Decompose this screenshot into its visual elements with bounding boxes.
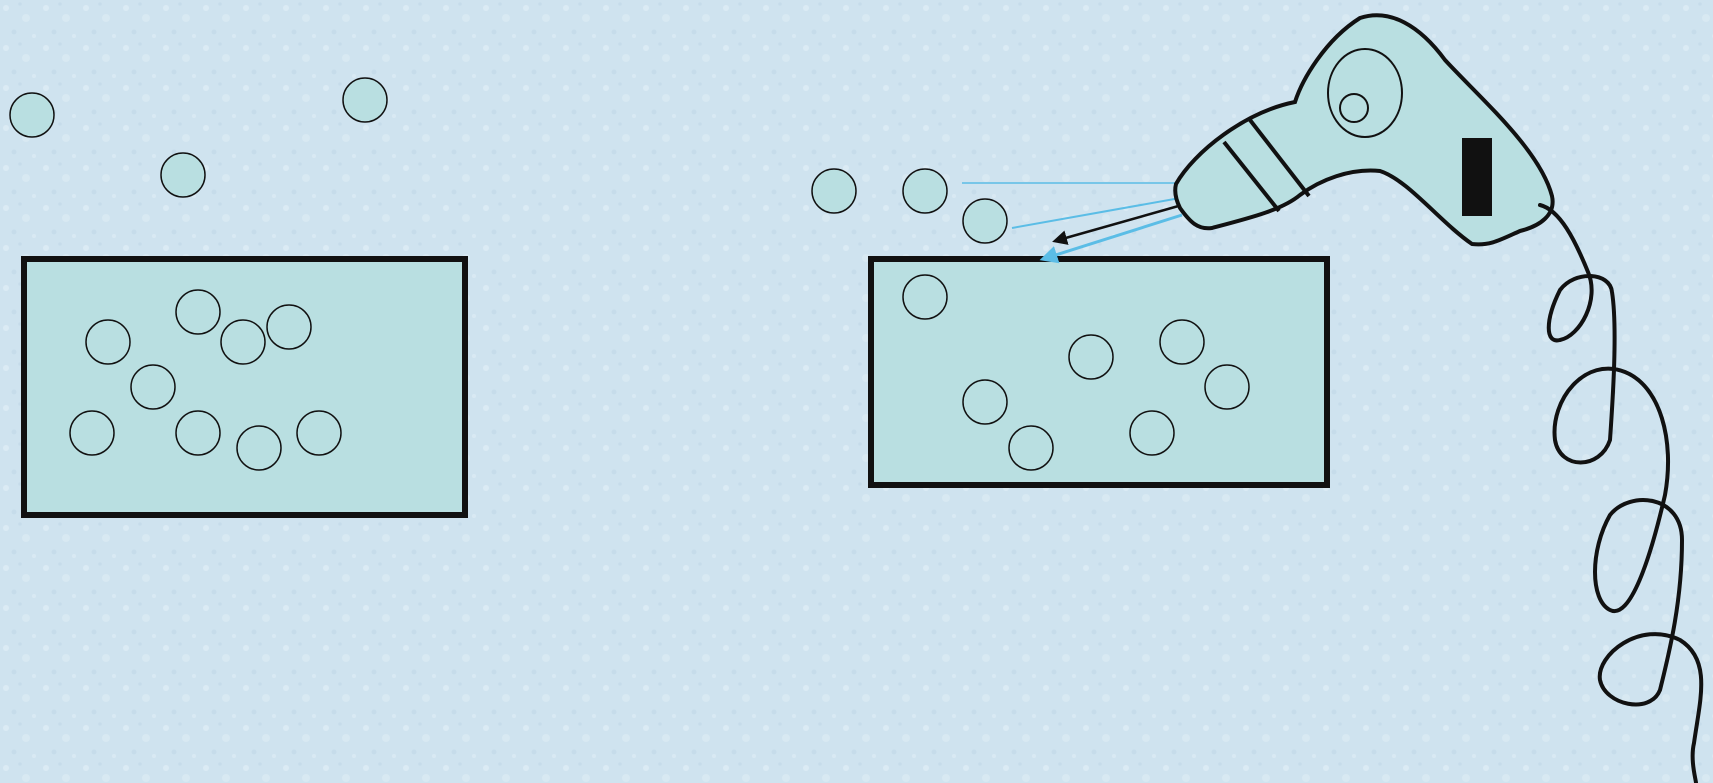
particle [1008, 425, 1054, 471]
particle [1204, 364, 1250, 410]
airflow-arrow [1039, 213, 1183, 264]
particle [175, 410, 221, 456]
particle [220, 319, 266, 365]
container-box [868, 256, 1330, 488]
hair-dryer-vent-line [1222, 140, 1281, 213]
container-box [21, 256, 468, 518]
particle [1129, 410, 1175, 456]
particle [342, 77, 388, 123]
particle [266, 304, 312, 350]
hair-dryer-dial-outer [1327, 48, 1403, 138]
particle [69, 410, 115, 456]
airflow [962, 182, 1183, 264]
particle [85, 319, 131, 365]
particle [962, 198, 1008, 244]
airflow-line [1011, 197, 1181, 229]
particle [175, 289, 221, 335]
particle [902, 274, 948, 320]
hair-dryer-cord [1538, 203, 1704, 783]
particle [296, 410, 342, 456]
particle [1068, 334, 1114, 380]
particle [130, 364, 176, 410]
particle [9, 92, 55, 138]
hair-dryer-dial-inner [1339, 93, 1369, 123]
particle [1159, 319, 1205, 365]
particle [811, 168, 857, 214]
particle [902, 168, 948, 214]
hair-dryer-vent-line [1248, 118, 1311, 198]
right-scene [811, 13, 1704, 783]
left-scene [9, 77, 468, 518]
hair-dryer-icon [1173, 13, 1704, 783]
particle [962, 379, 1008, 425]
particle [236, 425, 282, 471]
airflow-arrow [1052, 203, 1183, 245]
particle [160, 152, 206, 198]
particles-inside [902, 274, 1250, 471]
particles-inside [69, 289, 342, 471]
hair-dryer-switch [1462, 138, 1492, 216]
